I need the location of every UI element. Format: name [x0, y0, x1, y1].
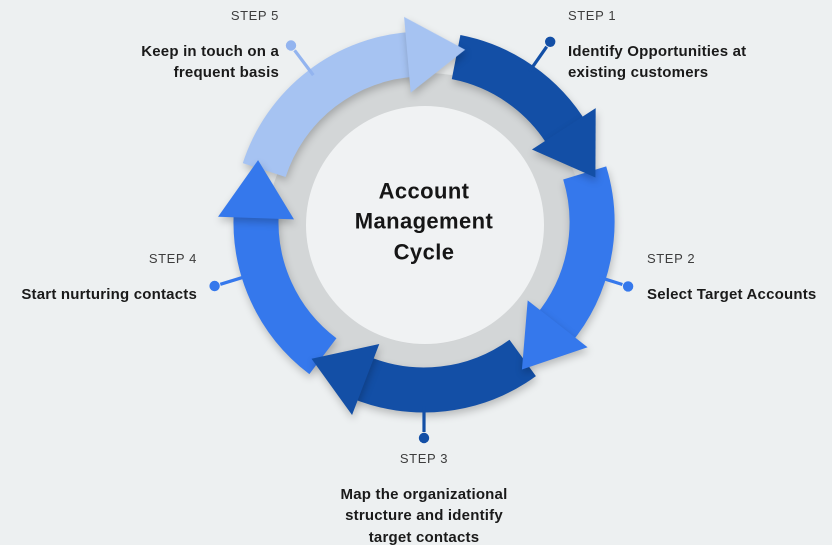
arc-segment-step-5 — [242, 31, 417, 178]
step-1-block: STEP 1 Identify Opportunities at existin… — [568, 8, 746, 84]
step-2-label: STEP 2 — [647, 251, 696, 266]
connector-dot-step-3 — [418, 432, 430, 444]
connector-dot-step-2 — [622, 281, 634, 292]
connector-line-step-2 — [599, 275, 623, 287]
step-connectors — [209, 36, 634, 444]
arrowhead-step-3 — [311, 344, 380, 415]
connector-line-step-5 — [293, 49, 315, 77]
connector-line-step-4 — [219, 274, 249, 286]
step-3-description: Map the organizational structure and ide… — [340, 486, 508, 546]
step-5-description: Keep in touch on a frequent basis — [141, 43, 279, 82]
step-3-label: STEP 3 — [399, 451, 449, 466]
center-circle — [306, 106, 544, 344]
arc-segment-step-1 — [451, 35, 588, 148]
connector-dot-step-5 — [285, 40, 297, 51]
arrowhead-step-2 — [521, 300, 588, 370]
bottom-border-strip — [0, 545, 832, 549]
step-3-block: STEP 3 Map the organizational structure … — [341, 451, 508, 548]
step-2-description: Select Target Accounts — [647, 286, 817, 303]
step-5-label: STEP 5 — [230, 8, 279, 23]
arrowhead-step-1 — [531, 108, 596, 178]
connector-line-step-1 — [528, 45, 549, 73]
connector-dot-step-4 — [209, 280, 220, 292]
arrowhead-step-5 — [404, 16, 466, 93]
step-4-block: STEP 4 Start nurturing contacts — [0, 251, 197, 305]
step-1-description: Identify Opportunities at existing custo… — [568, 43, 747, 82]
cycle-arc-segments — [233, 31, 615, 413]
arc-segment-step-3 — [349, 339, 536, 413]
step-1-label: STEP 1 — [568, 8, 617, 23]
arc-segment-step-4 — [233, 208, 337, 375]
cycle-arrowheads — [218, 16, 596, 415]
connector-dot-step-1 — [545, 36, 556, 47]
step-4-label: STEP 4 — [148, 251, 197, 266]
arc-segment-step-2 — [535, 166, 615, 345]
step-5-block: STEP 5 Keep in touch on a frequent basis — [59, 8, 279, 84]
step-2-block: STEP 2 Select Target Accounts — [647, 251, 816, 305]
diagram-title: Account Management Cycle — [354, 178, 494, 265]
step-4-description: Start nurturing contacts — [21, 286, 197, 303]
arrowhead-step-4 — [218, 160, 295, 220]
